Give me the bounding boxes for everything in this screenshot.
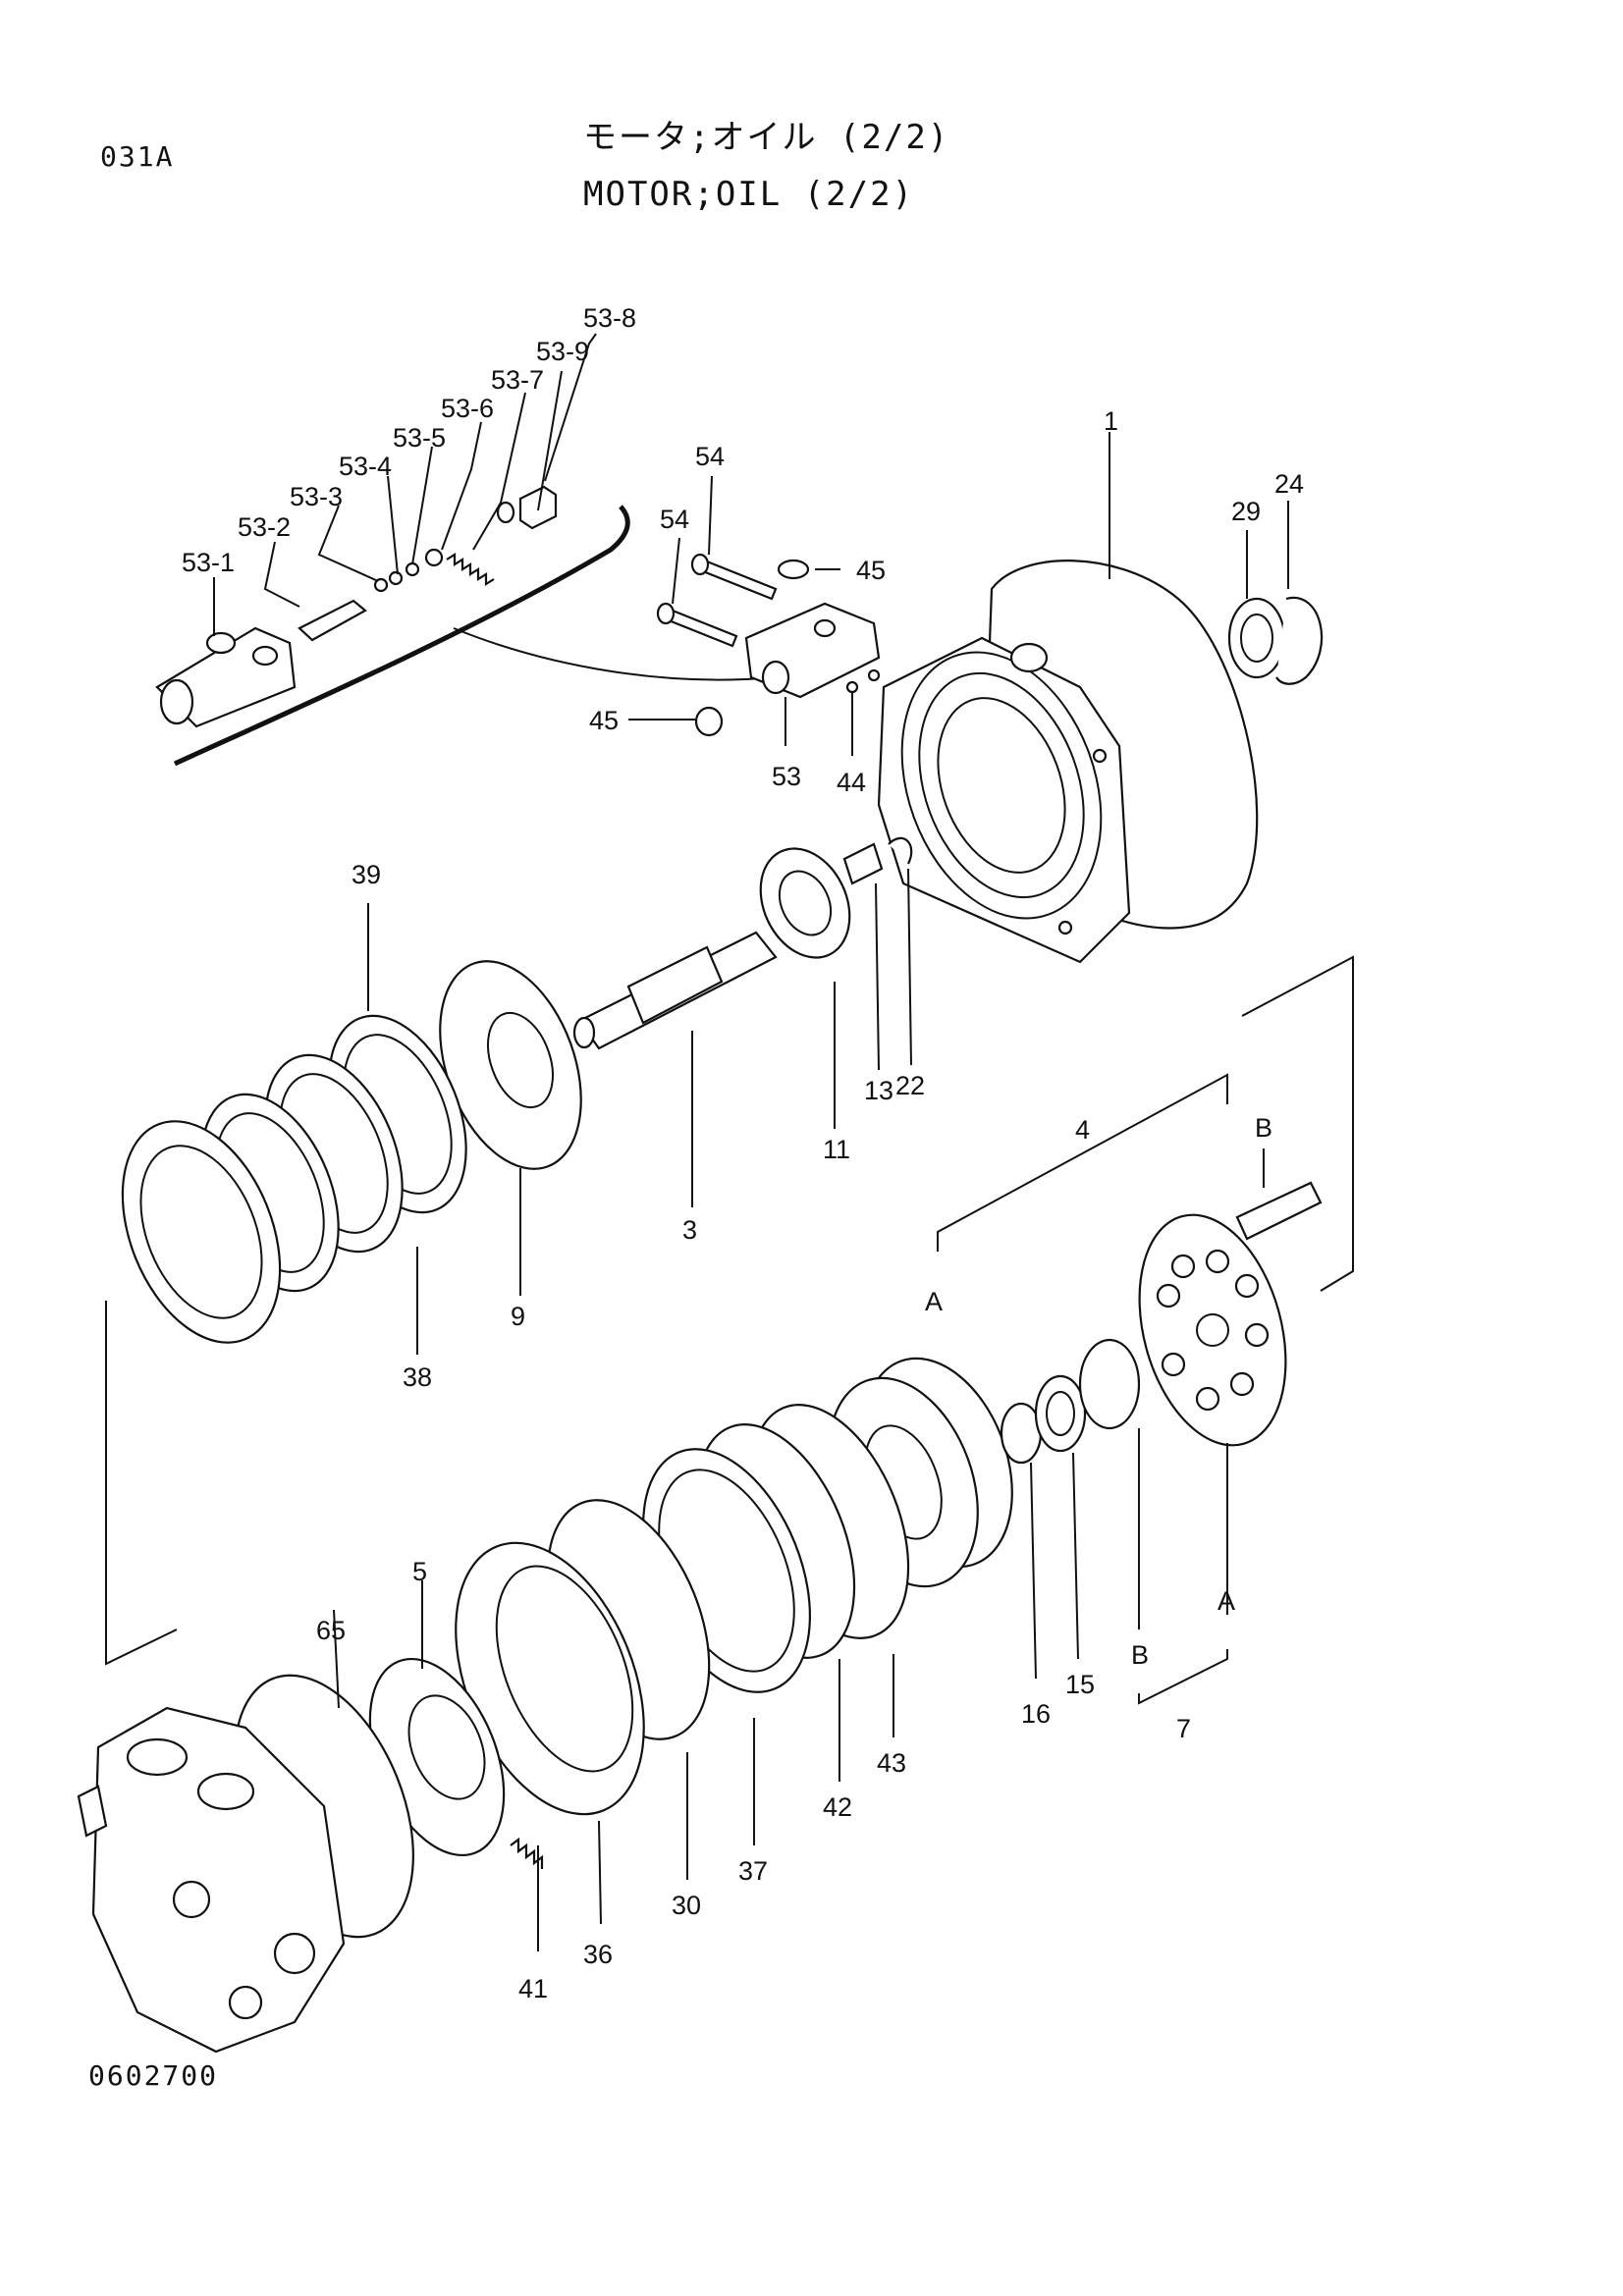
callout-65: 65: [316, 1616, 346, 1645]
valve-subassembly: [155, 485, 777, 767]
ball-53-3: [373, 577, 389, 593]
callout-53-2: 53-2: [238, 512, 291, 542]
callout-A-upper: A: [925, 1287, 943, 1316]
callout-15: 15: [1065, 1670, 1095, 1699]
friction-plates-39-38: [121, 1014, 467, 1344]
plug-45-upper: [777, 559, 810, 580]
group-line-4: [937, 1073, 1228, 1252]
callout-53-6: 53-6: [441, 394, 494, 423]
callout-39: 39: [352, 860, 381, 889]
callout-44: 44: [837, 768, 866, 797]
drawing-number: 0602700: [88, 2059, 219, 2092]
align-line-right: [1241, 955, 1354, 1292]
callout-30: 30: [672, 1891, 701, 1920]
callout-54-upper: 54: [695, 442, 725, 471]
retainer-16-15: [1000, 1374, 1087, 1465]
callout-53-9: 53-9: [536, 337, 589, 366]
valve-plate-7: [1138, 1213, 1287, 1447]
title-japanese: モータ;オイル (2/2): [583, 118, 950, 157]
callout-11: 11: [823, 1135, 850, 1164]
callout-16: 16: [1021, 1699, 1051, 1729]
callout-41: 41: [518, 1974, 548, 2003]
callout-45-upper: 45: [856, 556, 886, 585]
section-code: 031A: [100, 140, 175, 173]
spring-41: [510, 1837, 544, 1869]
callout-53-4: 53-4: [339, 452, 392, 481]
callout-24: 24: [1274, 469, 1304, 499]
callout-53-3: 53-3: [290, 482, 343, 511]
spring-53-7: [446, 553, 495, 586]
title-english: MOTOR;OIL (2/2): [583, 175, 915, 214]
subassembly-boundary: [173, 505, 630, 767]
callout-4: 4: [1075, 1115, 1090, 1145]
oring-44-a: [845, 680, 859, 694]
pin-B: [1235, 1181, 1323, 1241]
rear-cover: [77, 1706, 346, 2054]
callout-53-7: 53-7: [491, 365, 544, 395]
callout-43: 43: [877, 1748, 906, 1778]
stopper-53-6: [424, 548, 444, 567]
oil-seal-29: [1227, 597, 1286, 679]
callout-labels: 53-8 53-9 53-7 53-6 53-5 53-4 53-3 53-2 …: [182, 303, 1304, 2003]
callout-3: 3: [682, 1215, 697, 1245]
leader-lines: [213, 333, 1289, 1951]
output-shaft-3: [572, 931, 778, 1050]
callout-53-5: 53-5: [393, 423, 446, 453]
align-line-left: [105, 1301, 178, 1666]
bushing-B: [1078, 1338, 1141, 1430]
callout-53-8: 53-8: [583, 303, 636, 333]
callout-29: 29: [1231, 497, 1261, 526]
snap-ring-22: [888, 836, 913, 865]
callout-54-lower: 54: [660, 505, 689, 534]
bolt-54-upper: [696, 558, 778, 601]
oring-44-b: [867, 668, 881, 682]
collar-13: [842, 842, 884, 885]
callout-9: 9: [511, 1302, 525, 1331]
callout-36: 36: [583, 1940, 613, 1969]
callout-B-upper: B: [1255, 1113, 1272, 1143]
callout-38: 38: [403, 1362, 432, 1392]
callout-22: 22: [895, 1071, 925, 1100]
bolt-54-lower: [662, 607, 738, 648]
seat-53-5: [405, 561, 420, 577]
spool-53-2: [298, 599, 367, 642]
valve-body-53-1: [155, 626, 297, 728]
callout-7: 7: [1176, 1714, 1191, 1743]
callout-45-lower: 45: [589, 706, 619, 735]
callout-A-lower: A: [1217, 1586, 1235, 1616]
callout-B-lower: B: [1131, 1640, 1149, 1670]
callout-1: 1: [1104, 406, 1118, 436]
callout-42: 42: [823, 1792, 852, 1822]
plug-45-lower: [694, 706, 724, 737]
callout-37: 37: [738, 1856, 768, 1886]
group-line-7: [1138, 1649, 1228, 1705]
snap-ring-24: [1275, 596, 1324, 685]
callout-13: 13: [864, 1076, 893, 1105]
callout-53: 53: [772, 762, 801, 791]
valve-block-53: [656, 553, 881, 737]
callout-53-1: 53-1: [182, 548, 235, 577]
bearing-11: [759, 847, 851, 959]
ring-53-4: [388, 570, 404, 586]
callout-5: 5: [412, 1557, 427, 1586]
casing-1: [877, 560, 1259, 964]
oring-53-9: [496, 501, 515, 524]
